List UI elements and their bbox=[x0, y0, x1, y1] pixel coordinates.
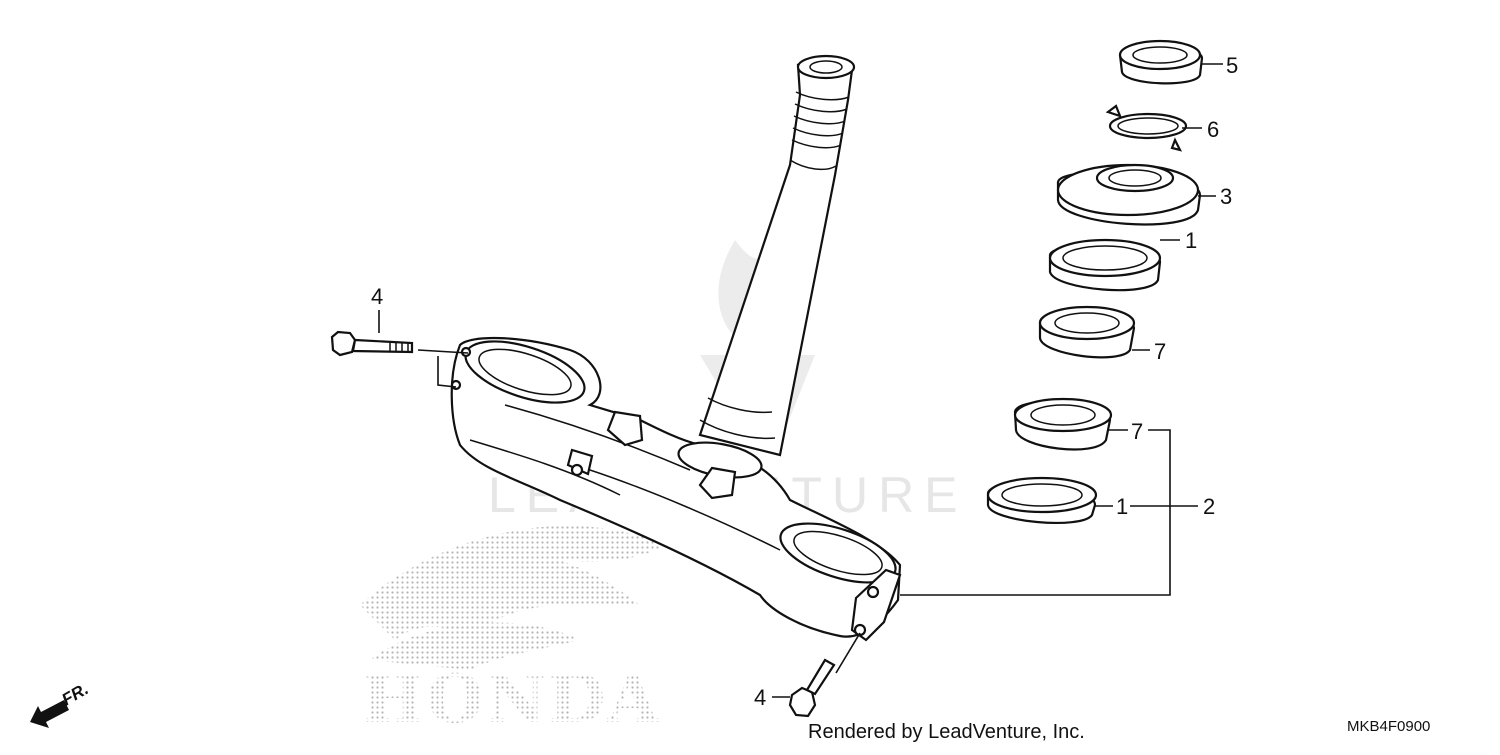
lock-washer bbox=[1105, 104, 1188, 152]
callout-6: 6 bbox=[1207, 117, 1219, 142]
adjusting-nut bbox=[1056, 163, 1202, 226]
honda-logo-text: HONDA bbox=[362, 660, 661, 738]
diagram-code: MKB4F0900 bbox=[1347, 718, 1430, 735]
callout-4-lower: 4 bbox=[754, 685, 766, 710]
bottom-bridge bbox=[450, 336, 902, 642]
leader-lines bbox=[378, 63, 1223, 698]
dust-seal-upper bbox=[1048, 238, 1162, 292]
honda-wing-logo: HONDA bbox=[360, 525, 665, 738]
callout-4-upper: 4 bbox=[371, 284, 383, 309]
callout-3: 3 bbox=[1220, 184, 1232, 209]
front-direction-arrow: FR. bbox=[30, 679, 92, 728]
bolt-upper bbox=[330, 330, 469, 388]
footer-credit: Rendered by LeadVenture, Inc. bbox=[808, 721, 1085, 743]
bearing-lower bbox=[1013, 397, 1113, 451]
callout-7-upper: 7 bbox=[1154, 339, 1166, 364]
callout-2: 2 bbox=[1203, 494, 1215, 519]
lock-nut bbox=[1118, 39, 1204, 85]
callout-7-lower: 7 bbox=[1131, 419, 1143, 444]
dust-seal-lower bbox=[986, 476, 1098, 524]
bearing-upper bbox=[1038, 305, 1136, 359]
bolt-lower bbox=[788, 632, 861, 718]
steering-stem-shaft bbox=[698, 54, 856, 457]
callout-1-lower: 1 bbox=[1116, 494, 1128, 519]
callout-5: 5 bbox=[1226, 53, 1238, 78]
callout-1-upper: 1 bbox=[1185, 228, 1197, 253]
